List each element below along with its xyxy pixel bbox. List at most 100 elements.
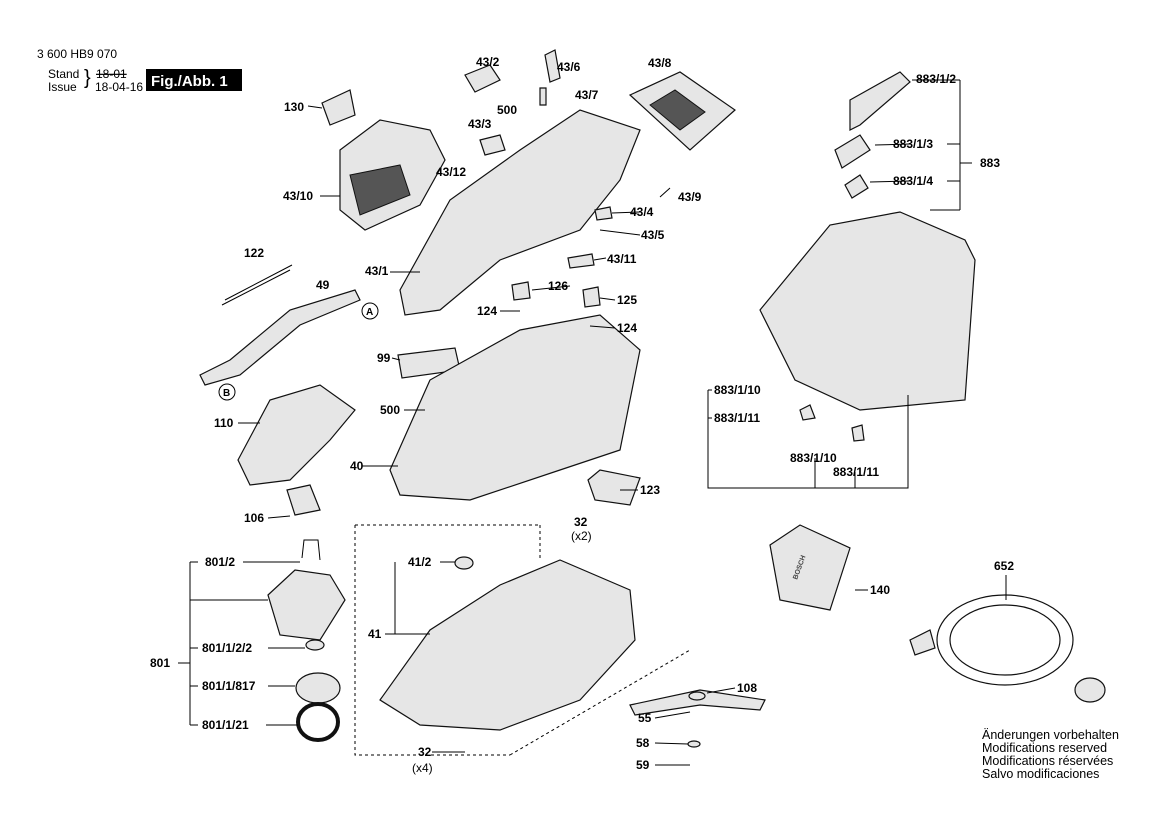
part-883-1-11-cap-2 — [851, 424, 865, 442]
callout-b-circle — [218, 383, 236, 401]
part-41-deck — [379, 559, 636, 731]
callout-label: 40 — [350, 459, 364, 473]
callout-label: 49 — [316, 278, 330, 292]
part-801-1-817-pulley — [295, 672, 341, 704]
part-43-3 — [479, 134, 506, 156]
callout-label: 99 — [377, 351, 391, 365]
leader-lines — [178, 79, 1007, 766]
part-40-chassis — [389, 314, 641, 501]
stand-label: Stand — [48, 67, 79, 81]
callout-label: 55 — [638, 711, 652, 725]
callout-label: 883/1/11 — [833, 465, 879, 479]
part-55-blade — [629, 689, 766, 716]
part-43-10-grille — [349, 164, 411, 216]
brace-icon: } — [84, 67, 91, 89]
callout-labels: 130 43/2 43/6 43/8 43/7 500 43/3 43/12 4… — [150, 55, 1014, 775]
callout-label: 122 — [244, 246, 264, 260]
callout-label: 125 — [617, 293, 637, 307]
callout-label: 43/5 — [641, 228, 665, 242]
part-110-deflector — [237, 384, 356, 486]
part-652-plug — [909, 629, 936, 656]
part-43-11 — [567, 253, 595, 269]
part-122-spring — [221, 264, 293, 306]
part-652-connector — [1074, 677, 1106, 703]
part-883-1-3 — [834, 134, 871, 169]
note-line: Modifications réservées — [982, 754, 1113, 768]
callout-label: 43/6 — [557, 60, 581, 74]
callout-label: 43/4 — [630, 205, 654, 219]
callout-label: 123 — [640, 483, 660, 497]
issue-label: Issue — [48, 80, 77, 94]
part-106 — [286, 484, 321, 516]
callout-label: 883/1/11 — [714, 411, 760, 425]
callout-label: 801 — [150, 656, 170, 670]
callout-label: 43/8 — [648, 56, 672, 70]
callout-label: 801/2 — [205, 555, 235, 569]
callout-label: 124 — [617, 321, 637, 335]
callout-label: 140 — [870, 583, 890, 597]
part-41-2 — [454, 556, 474, 570]
callout-label: 883/1/2 — [916, 72, 956, 86]
part-883-1-11-cap — [799, 404, 816, 421]
issue-value: 18-04-16 — [95, 80, 143, 94]
callout-label: 500 — [497, 103, 517, 117]
callout-label: 58 — [636, 736, 650, 750]
callout-label: 883/1/10 — [790, 451, 837, 465]
part-801-2-clip — [301, 539, 321, 561]
callout-label: 883 — [980, 156, 1000, 170]
callout-label: 126 — [548, 279, 568, 293]
note-line: Salvo modificaciones — [982, 767, 1099, 781]
callout-label: B — [223, 388, 230, 399]
part-801-motor — [267, 569, 346, 641]
callout-label: 43/2 — [476, 55, 500, 69]
callout-label: 41/2 — [408, 555, 432, 569]
callout-label: 43/11 — [607, 252, 637, 266]
parts: BOSCH — [199, 49, 1106, 748]
callout-label: 32 — [418, 745, 432, 759]
part-125 — [582, 286, 601, 308]
callout-label: 106 — [244, 511, 264, 525]
callout-label: 500 — [380, 403, 400, 417]
callout-label: 41 — [368, 627, 382, 641]
part-108 — [688, 691, 706, 701]
callout-label: 43/3 — [468, 117, 492, 131]
part-49-lever — [199, 289, 361, 386]
callout-label: A — [366, 307, 373, 318]
note-line: Änderungen vorbehalten — [982, 728, 1119, 742]
callout-label: 801/1/21 — [202, 718, 249, 732]
part-58 — [687, 740, 701, 748]
callout-label: 32 — [574, 515, 588, 529]
callout-label: 883/1/10 — [714, 383, 761, 397]
part-652-cable-coil — [949, 604, 1061, 676]
callout-label: 108 — [737, 681, 757, 695]
callout-label: 43/1 — [365, 264, 389, 278]
part-43-6 — [544, 49, 561, 83]
callout-a-circle — [361, 302, 379, 320]
part-801-1-2-2 — [305, 639, 325, 651]
header: 3 600 HB9 070 Stand Issue } 18-01 18-04-… — [37, 47, 242, 94]
part-43-2 — [464, 64, 501, 93]
callout-label: 124 — [477, 304, 497, 318]
callout-label: 801/1/2/2 — [202, 641, 252, 655]
figure-badge — [146, 69, 242, 91]
part-883-1-2-handle — [849, 71, 911, 131]
callout-label: 652 — [994, 559, 1014, 573]
part-43-1-handle-housing — [399, 109, 641, 316]
callout-label: 43/12 — [436, 165, 466, 179]
note-line: Modifications reserved — [982, 741, 1107, 755]
callout-label: 43/10 — [283, 189, 313, 203]
part-123 — [587, 469, 641, 506]
doc-number: 3 600 HB9 070 — [37, 47, 117, 61]
part-130-badge — [321, 89, 356, 126]
part-126 — [511, 281, 531, 301]
callout-label: 883/1/3 — [893, 137, 933, 151]
callout-label: (x2) — [571, 529, 592, 543]
part-140-box — [769, 524, 851, 611]
callout-label: 43/7 — [575, 88, 599, 102]
callout-label: 801/1/817 — [202, 679, 256, 693]
part-801-1-21-belt — [296, 702, 340, 742]
callout-label: 43/9 — [678, 190, 702, 204]
part-43-4 — [594, 206, 613, 221]
